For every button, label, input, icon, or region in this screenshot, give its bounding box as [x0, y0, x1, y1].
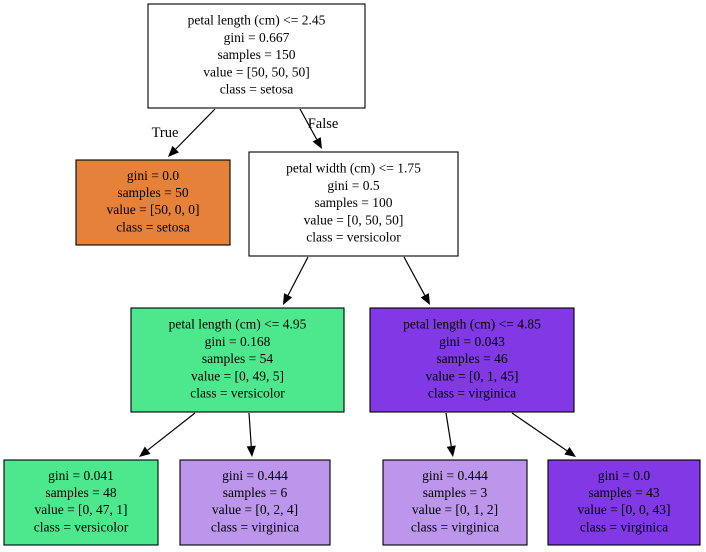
tree-edge — [283, 256, 309, 305]
tree-edge — [246, 412, 256, 457]
edge-line — [175, 108, 216, 150]
edge-arrowhead-icon — [446, 445, 456, 457]
edge-arrowhead-icon — [283, 293, 293, 305]
tree-edge — [511, 412, 576, 457]
node-samples: samples = 46 — [436, 351, 508, 366]
node-value: value = [0, 1, 45] — [425, 368, 518, 383]
node-class: class = versicolor — [34, 519, 129, 534]
node-box[interactable] — [369, 307, 575, 413]
edge-line — [299, 108, 318, 140]
tree-node-split[interactable]: petal length (cm) <= 4.85 gini = 0.043 sam… — [369, 307, 575, 413]
node-class: class = versicolor — [306, 229, 401, 244]
node-gini: gini = 0.667 — [224, 30, 290, 45]
node-class: class = virginica — [411, 519, 499, 534]
tree-edge: False — [299, 108, 339, 149]
edge-arrowhead-icon — [420, 293, 430, 305]
node-value: value = [0, 50, 50] — [304, 212, 404, 227]
node-box[interactable] — [547, 459, 701, 546]
node-value: value = [0, 0, 43] — [577, 502, 670, 517]
node-class: class = setosa — [116, 219, 190, 234]
node-class: class = virginica — [580, 519, 668, 534]
node-box[interactable] — [179, 459, 331, 546]
node-box[interactable] — [75, 159, 231, 246]
edge-line — [248, 412, 252, 447]
edge-arrowhead-icon — [168, 145, 179, 157]
node-condition: petal length (cm) <= 2.45 — [188, 13, 326, 28]
node-box[interactable] — [3, 459, 159, 546]
node-samples: samples = 100 — [314, 195, 392, 210]
node-gini: gini = 0.043 — [439, 334, 505, 349]
node-samples: samples = 3 — [423, 485, 488, 500]
node-box[interactable] — [130, 307, 345, 413]
tree-node-leaf[interactable]: gini = 0.041 samples = 48 value = [0, 47, … — [3, 459, 159, 546]
tree-node-leaf[interactable]: gini = 0.0 samples = 43 value = [0, 0, 43]… — [547, 459, 701, 546]
edge-line — [287, 256, 309, 296]
node-box[interactable] — [248, 151, 459, 257]
tree-edge: True — [152, 108, 216, 157]
tree-edge — [139, 412, 196, 457]
node-gini: gini = 0.5 — [327, 178, 379, 193]
node-value: value = [0, 1, 2] — [412, 502, 498, 517]
node-condition: petal width (cm) <= 1.75 — [286, 161, 421, 176]
node-condition: petal length (cm) <= 4.85 — [403, 317, 541, 332]
node-gini: gini = 0.041 — [48, 468, 114, 483]
edge-label-true: True — [152, 125, 179, 141]
edge-arrowhead-icon — [564, 446, 576, 457]
node-samples: samples = 6 — [223, 485, 288, 500]
node-value: value = [0, 49, 5] — [191, 368, 284, 383]
node-gini: gini = 0.168 — [205, 334, 271, 349]
node-gini: gini = 0.444 — [222, 468, 288, 483]
tree-node-split[interactable]: petal width (cm) <= 1.75 gini = 0.5 sample… — [248, 151, 459, 257]
node-gini: gini = 0.0 — [598, 468, 650, 483]
tree-node-split[interactable]: petal length (cm) <= 4.95 gini = 0.168 sam… — [130, 307, 345, 413]
node-gini: gini = 0.444 — [422, 468, 488, 483]
tree-node-leaf[interactable]: gini = 0.444 samples = 3 value = [0, 1, 2]… — [382, 459, 528, 546]
node-value: value = [0, 2, 4] — [212, 502, 298, 517]
edge-line — [403, 256, 426, 296]
node-samples: samples = 48 — [45, 485, 117, 500]
edge-arrowhead-icon — [139, 446, 151, 457]
tree-edge — [403, 256, 430, 305]
node-value: value = [50, 0, 0] — [106, 202, 199, 217]
edge-label-false: False — [308, 116, 339, 132]
edge-arrowhead-icon — [246, 445, 256, 457]
tree-edge — [445, 412, 456, 457]
edge-arrowhead-icon — [312, 137, 322, 149]
edge-line — [511, 412, 568, 452]
node-box[interactable] — [382, 459, 528, 546]
tree-nodes-layer: petal length (cm) <= 2.45 gini = 0.667 sam… — [3, 3, 701, 546]
node-samples: samples = 150 — [217, 47, 295, 62]
node-gini: gini = 0.0 — [127, 168, 179, 183]
edge-line — [147, 412, 196, 451]
tree-node-leaf[interactable]: gini = 0.0 samples = 50 value = [50, 0, 0]… — [75, 159, 231, 246]
node-samples: samples = 43 — [588, 485, 660, 500]
tree-node-split[interactable]: petal length (cm) <= 2.45 gini = 0.667 sam… — [147, 3, 366, 109]
node-class: class = versicolor — [190, 385, 285, 400]
node-class: class = virginica — [428, 385, 516, 400]
node-samples: samples = 54 — [202, 351, 274, 366]
tree-node-leaf[interactable]: gini = 0.444 samples = 6 value = [0, 2, 4]… — [179, 459, 331, 546]
node-samples: samples = 50 — [117, 185, 189, 200]
node-value: value = [0, 47, 1] — [34, 502, 127, 517]
edge-line — [445, 412, 452, 447]
tree-edges-layer: True False — [139, 108, 576, 457]
node-condition: petal length (cm) <= 4.95 — [169, 317, 307, 332]
node-class: class = setosa — [220, 81, 294, 96]
node-class: class = virginica — [211, 519, 299, 534]
node-value: value = [50, 50, 50] — [203, 64, 310, 79]
node-box[interactable] — [147, 3, 366, 109]
